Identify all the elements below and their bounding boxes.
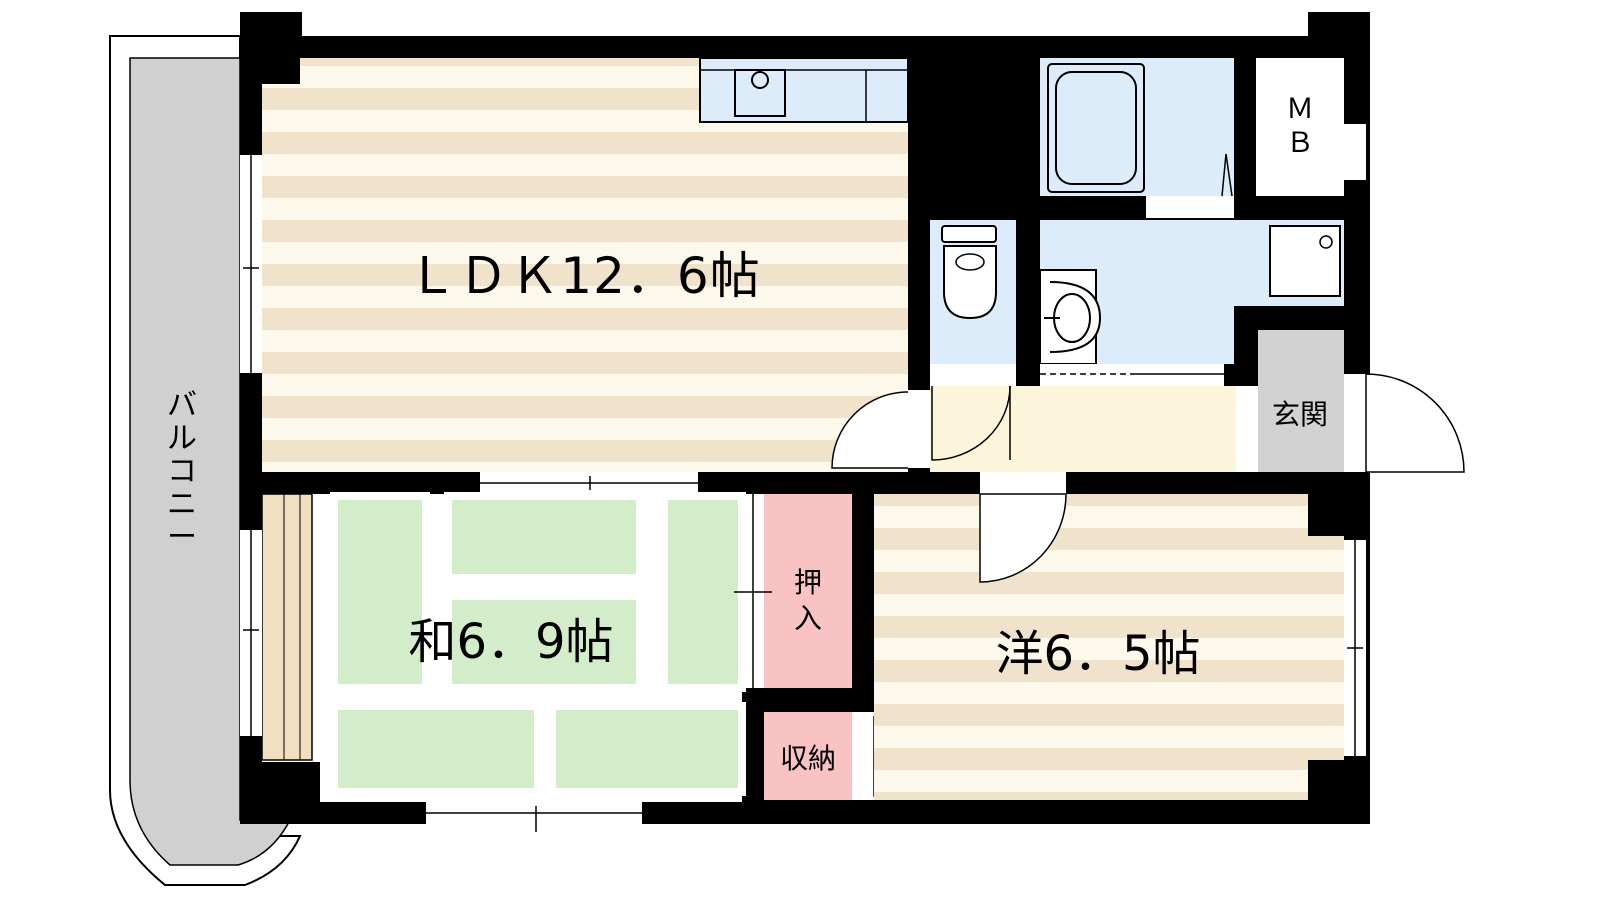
shuno-label: 収納 [780,742,836,775]
toilet-bowl [943,245,997,320]
vanity-basin [1049,281,1102,353]
ldk-floor [262,58,908,472]
ldk-label: ＬＤＫ12．6帖 [407,247,760,305]
svg-text:コ: コ [167,454,197,489]
genkan-label: 玄関 [1272,398,1328,431]
svg-text:Ｍ: Ｍ [1286,92,1314,125]
toilet-seat [955,253,985,271]
tokonoma [261,493,313,761]
svg-text:ル: ル [167,421,197,456]
svg-text:Ｂ: Ｂ [1286,126,1314,159]
toilet-door-gap [930,364,1016,386]
washing-machine-drain [1319,235,1333,249]
sink [734,69,786,117]
svg-text:押: 押 [794,566,822,599]
bath-door [1146,196,1234,218]
svg-text:ニ: ニ [167,487,197,522]
washing-machine [1269,225,1341,297]
mb-closet [1256,58,1344,196]
hallway [930,386,1236,472]
toilet-tank [941,225,997,243]
entrance-door [1365,373,1465,473]
pillar [1308,472,1366,536]
pillar [262,58,300,84]
bath-folding-door [1221,153,1233,197]
genkan [1258,330,1344,472]
washitsu-label: 和6．9帖 [408,614,613,670]
svg-text:ー: ー [167,520,197,555]
youshitsu-floor [874,494,1344,800]
svg-text:入: 入 [794,602,822,635]
bathtub-inner [1055,71,1137,185]
genkan-step [1236,386,1258,472]
youshitsu-label: 洋6．5帖 [995,626,1200,682]
youshitsu-door [979,493,1067,583]
svg-text:バ: バ [167,388,197,423]
toilet-door [931,385,1011,461]
balcony [129,57,292,866]
entrance-door-gap [1344,374,1366,472]
kitchen-counter [699,57,909,123]
youshitsu-door-gap [980,472,1066,494]
sink-drain [751,71,769,89]
shuno [764,712,852,800]
pillar [262,762,320,802]
bathtub [1047,63,1145,193]
pillar [1308,760,1366,822]
oshiire [764,494,852,688]
mb-label: Ｍ Ｂ [1286,92,1314,159]
shuno-door-gap [852,712,874,800]
balcony-label: バ ル コ ニ ー [167,388,197,555]
washroom-door [1040,364,1224,386]
oshiire-label: 押 入 [794,566,822,635]
ldk-door-gap [908,390,930,468]
mb-window [1344,124,1366,180]
ldk-door [831,391,909,469]
tatami-mats [330,492,746,796]
